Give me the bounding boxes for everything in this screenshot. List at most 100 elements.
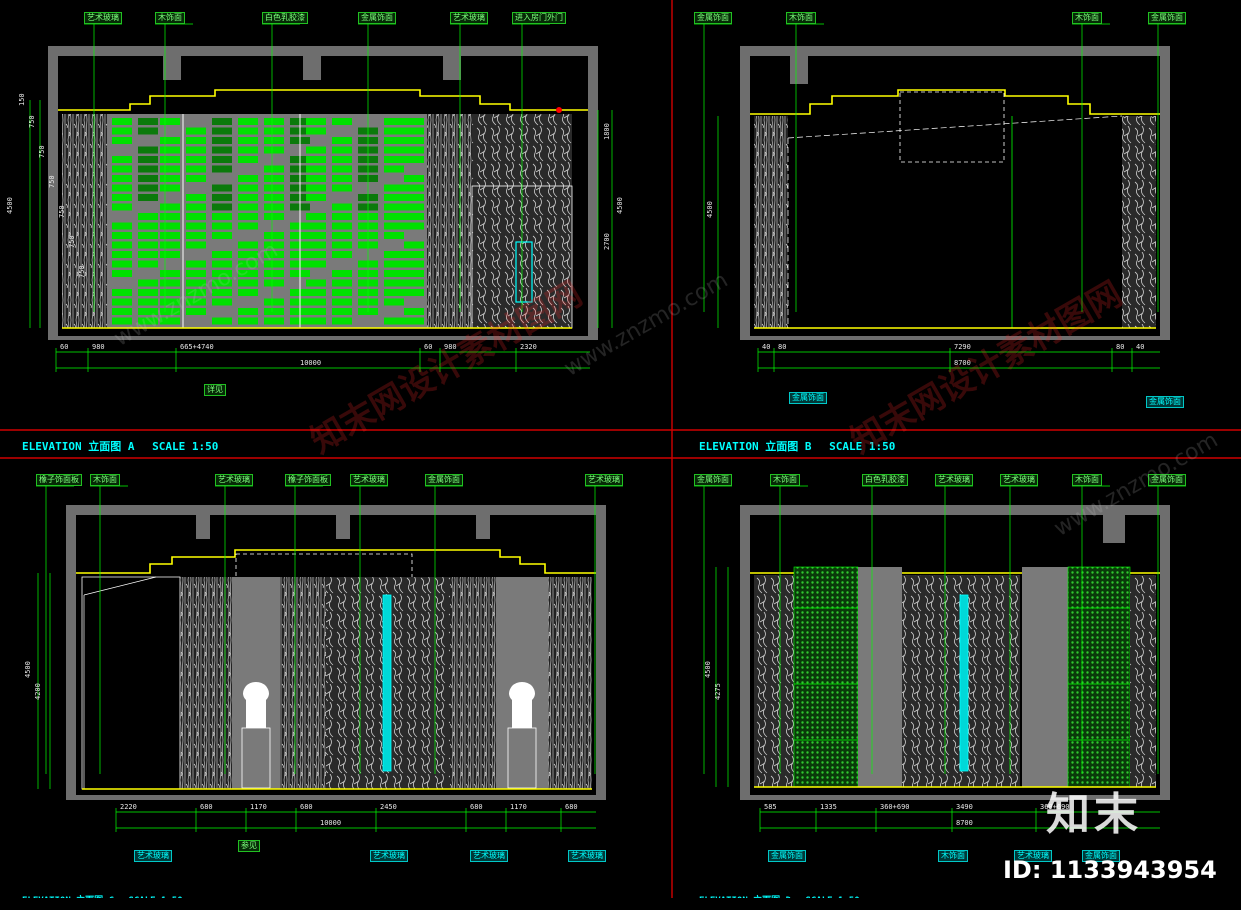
lattice-cell: [384, 156, 404, 163]
lattice-cell: [264, 175, 284, 182]
lattice-cell: [306, 317, 326, 325]
callout-c: 参见: [238, 840, 260, 852]
dimension-label: 40: [762, 343, 771, 351]
material-tag: 木饰面: [1072, 12, 1102, 24]
lattice-cell: [332, 289, 352, 296]
lattice-cell: [238, 184, 258, 192]
lattice-cell: [332, 298, 352, 306]
lattice-cell: [404, 137, 424, 144]
dimension-label: 80: [778, 343, 787, 351]
leader-lines: [36, 23, 1186, 774]
lattice-cell: [404, 222, 424, 230]
lattice-cell: [160, 298, 180, 306]
lattice-cell: [138, 222, 158, 230]
lattice-cell: [212, 184, 232, 192]
lattice-cell: [404, 260, 424, 268]
lattice-cell: [138, 260, 158, 268]
lattice-cell: [384, 127, 404, 135]
green-lattice-panels: [112, 114, 424, 328]
material-tag: 木饰面: [1072, 474, 1102, 486]
lattice-cell: [332, 251, 352, 258]
lattice-cell: [238, 156, 258, 163]
lattice-cell: [264, 298, 284, 306]
lattice-cell: [186, 260, 206, 268]
lattice-cell: [384, 289, 404, 296]
lattice-cell: [238, 146, 258, 154]
material-tag: 艺术玻璃: [568, 850, 606, 862]
lattice-cell: [332, 156, 352, 163]
lattice-cell: [264, 127, 284, 135]
lattice-cell: [138, 251, 158, 258]
lattice-cell: [238, 241, 258, 249]
lattice-cell: [186, 232, 206, 239]
lattice-cell: [112, 317, 132, 325]
lattice-cell: [332, 279, 352, 287]
lattice-cell: [238, 279, 258, 287]
lattice-cell: [112, 137, 132, 144]
lattice-cell: [384, 260, 404, 268]
material-tag: 艺术玻璃: [215, 474, 253, 486]
lattice-cell: [186, 146, 206, 154]
watermark-id: ID: 1133943954: [1003, 856, 1217, 884]
lattice-cell: [160, 118, 180, 125]
lattice-cell: [332, 184, 352, 192]
material-tag: 金属饰面: [694, 474, 732, 486]
lattice-cell: [160, 232, 180, 239]
lattice-cell: [332, 270, 352, 277]
material-tag: 金属饰面: [1146, 396, 1184, 408]
material-tag: 进入房门外门: [512, 12, 566, 24]
lattice-cell: [384, 279, 404, 287]
material-tag: 木饰面: [155, 12, 185, 24]
lattice-cell: [212, 213, 232, 220]
lattice-cell: [112, 251, 132, 258]
lattice-cell: [112, 118, 132, 125]
lattice-cell: [264, 194, 284, 201]
material-tag: 金属饰面: [425, 474, 463, 486]
lattice-cell: [384, 251, 404, 258]
callout-a: 详见: [204, 384, 226, 396]
lattice-cell: [212, 232, 232, 239]
lattice-cell: [138, 279, 158, 287]
lattice-cell: [238, 289, 258, 296]
lattice-cell: [238, 203, 258, 211]
lattice-cell: [332, 232, 352, 239]
dimension-label: 750: [78, 265, 86, 278]
lattice-cell: [238, 270, 258, 277]
dimension-label: 680: [470, 803, 483, 811]
dimension-label: 980: [444, 343, 457, 351]
dimension-label: 360+690: [880, 803, 910, 811]
dimension-label: 4500: [616, 197, 624, 214]
lattice-cell: [160, 222, 180, 230]
lattice-cell: [186, 213, 206, 220]
dimension-label: 980: [92, 343, 105, 351]
lattice-cell: [404, 308, 424, 315]
dimension-label: 665+4740: [180, 343, 214, 351]
lattice-cell: [238, 213, 258, 220]
dimension-label: 3490: [956, 803, 973, 811]
lattice-cell: [112, 175, 132, 182]
elevation-c: [66, 505, 606, 800]
lattice-cell: [306, 213, 326, 220]
lattice-cell: [306, 241, 326, 249]
lattice-cell: [384, 232, 404, 239]
lattice-cell: [160, 279, 180, 287]
lattice-cell: [160, 241, 180, 249]
lattice-cell: [306, 146, 326, 154]
lattice-cell: [306, 156, 326, 163]
lattice-cell: [384, 222, 404, 230]
lattice-cell: [332, 118, 352, 125]
material-tag: 艺术玻璃: [1014, 850, 1052, 862]
lattice-cell: [112, 203, 132, 211]
lattice-cell: [264, 317, 284, 325]
lattice-cell: [160, 175, 180, 182]
lattice-cell: [186, 241, 206, 249]
lattice-cell: [404, 127, 424, 135]
lattice-cell: [112, 194, 132, 201]
lattice-cell: [238, 118, 258, 125]
dimension-label: 750: [28, 115, 36, 128]
lattice-cell: [138, 213, 158, 220]
lattice-cell: [264, 260, 284, 268]
dimension-label: 4200: [34, 683, 42, 700]
lattice-cell: [160, 137, 180, 144]
